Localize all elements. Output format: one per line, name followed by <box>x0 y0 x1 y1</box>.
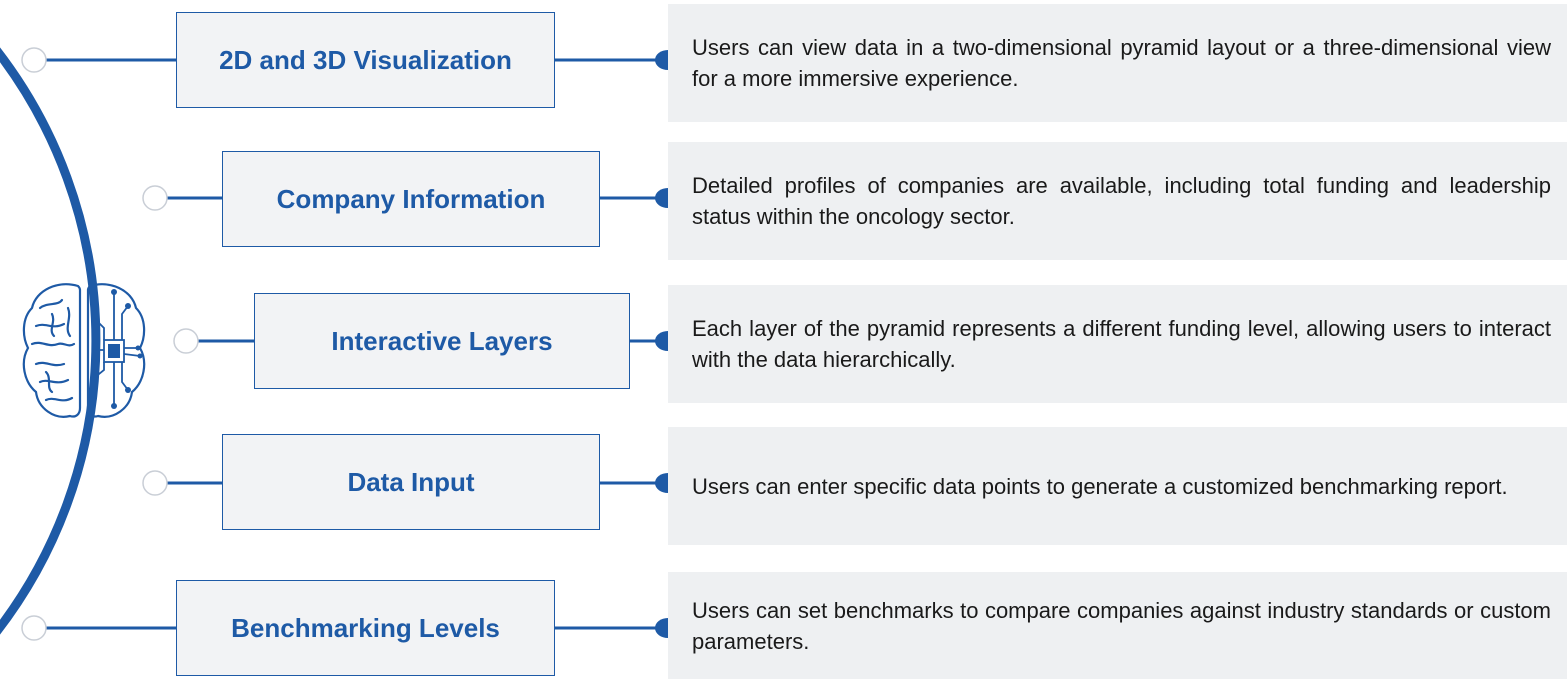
feature-title: Interactive Layers <box>331 326 553 356</box>
feature-description-2d-3d-visualization: Users can view data in a two-dimensional… <box>668 4 1567 122</box>
feature-description-text: Each layer of the pyramid represents a d… <box>692 316 1551 372</box>
feature-title: Company Information <box>276 184 546 214</box>
curved-arc <box>0 47 101 635</box>
arc-node-2 <box>142 185 168 211</box>
arc-node-5 <box>21 615 47 641</box>
feature-title: Data Input <box>347 467 475 497</box>
feature-description-company-information: Detailed profiles of companies are avail… <box>668 142 1567 260</box>
feature-box-benchmarking-levels: Benchmarking Levels <box>176 580 555 676</box>
feature-description-data-input: Users can enter specific data points to … <box>668 427 1567 545</box>
brain-circuit-icon <box>22 283 146 418</box>
arc-node-1 <box>21 47 47 73</box>
feature-box-data-input: Data Input <box>222 434 600 530</box>
feature-description-text: Users can enter specific data points to … <box>692 473 1508 499</box>
feature-description-interactive-layers: Each layer of the pyramid represents a d… <box>668 285 1567 403</box>
arc-node-3 <box>173 328 199 354</box>
feature-box-interactive-layers: Interactive Layers <box>254 293 630 389</box>
feature-description-benchmarking-levels: Users can set benchmarks to compare comp… <box>668 572 1567 679</box>
feature-description-text: Users can set benchmarks to compare comp… <box>692 597 1551 654</box>
feature-title: Benchmarking Levels <box>231 613 500 643</box>
feature-box-2d-3d-visualization: 2D and 3D Visualization <box>176 12 555 108</box>
feature-box-company-information: Company Information <box>222 151 600 247</box>
feature-description-text: Users can view data in a two-dimensional… <box>692 35 1551 91</box>
feature-title: 2D and 3D Visualization <box>219 45 512 75</box>
arc-node-4 <box>142 470 168 496</box>
feature-description-text: Detailed profiles of companies are avail… <box>692 173 1551 229</box>
